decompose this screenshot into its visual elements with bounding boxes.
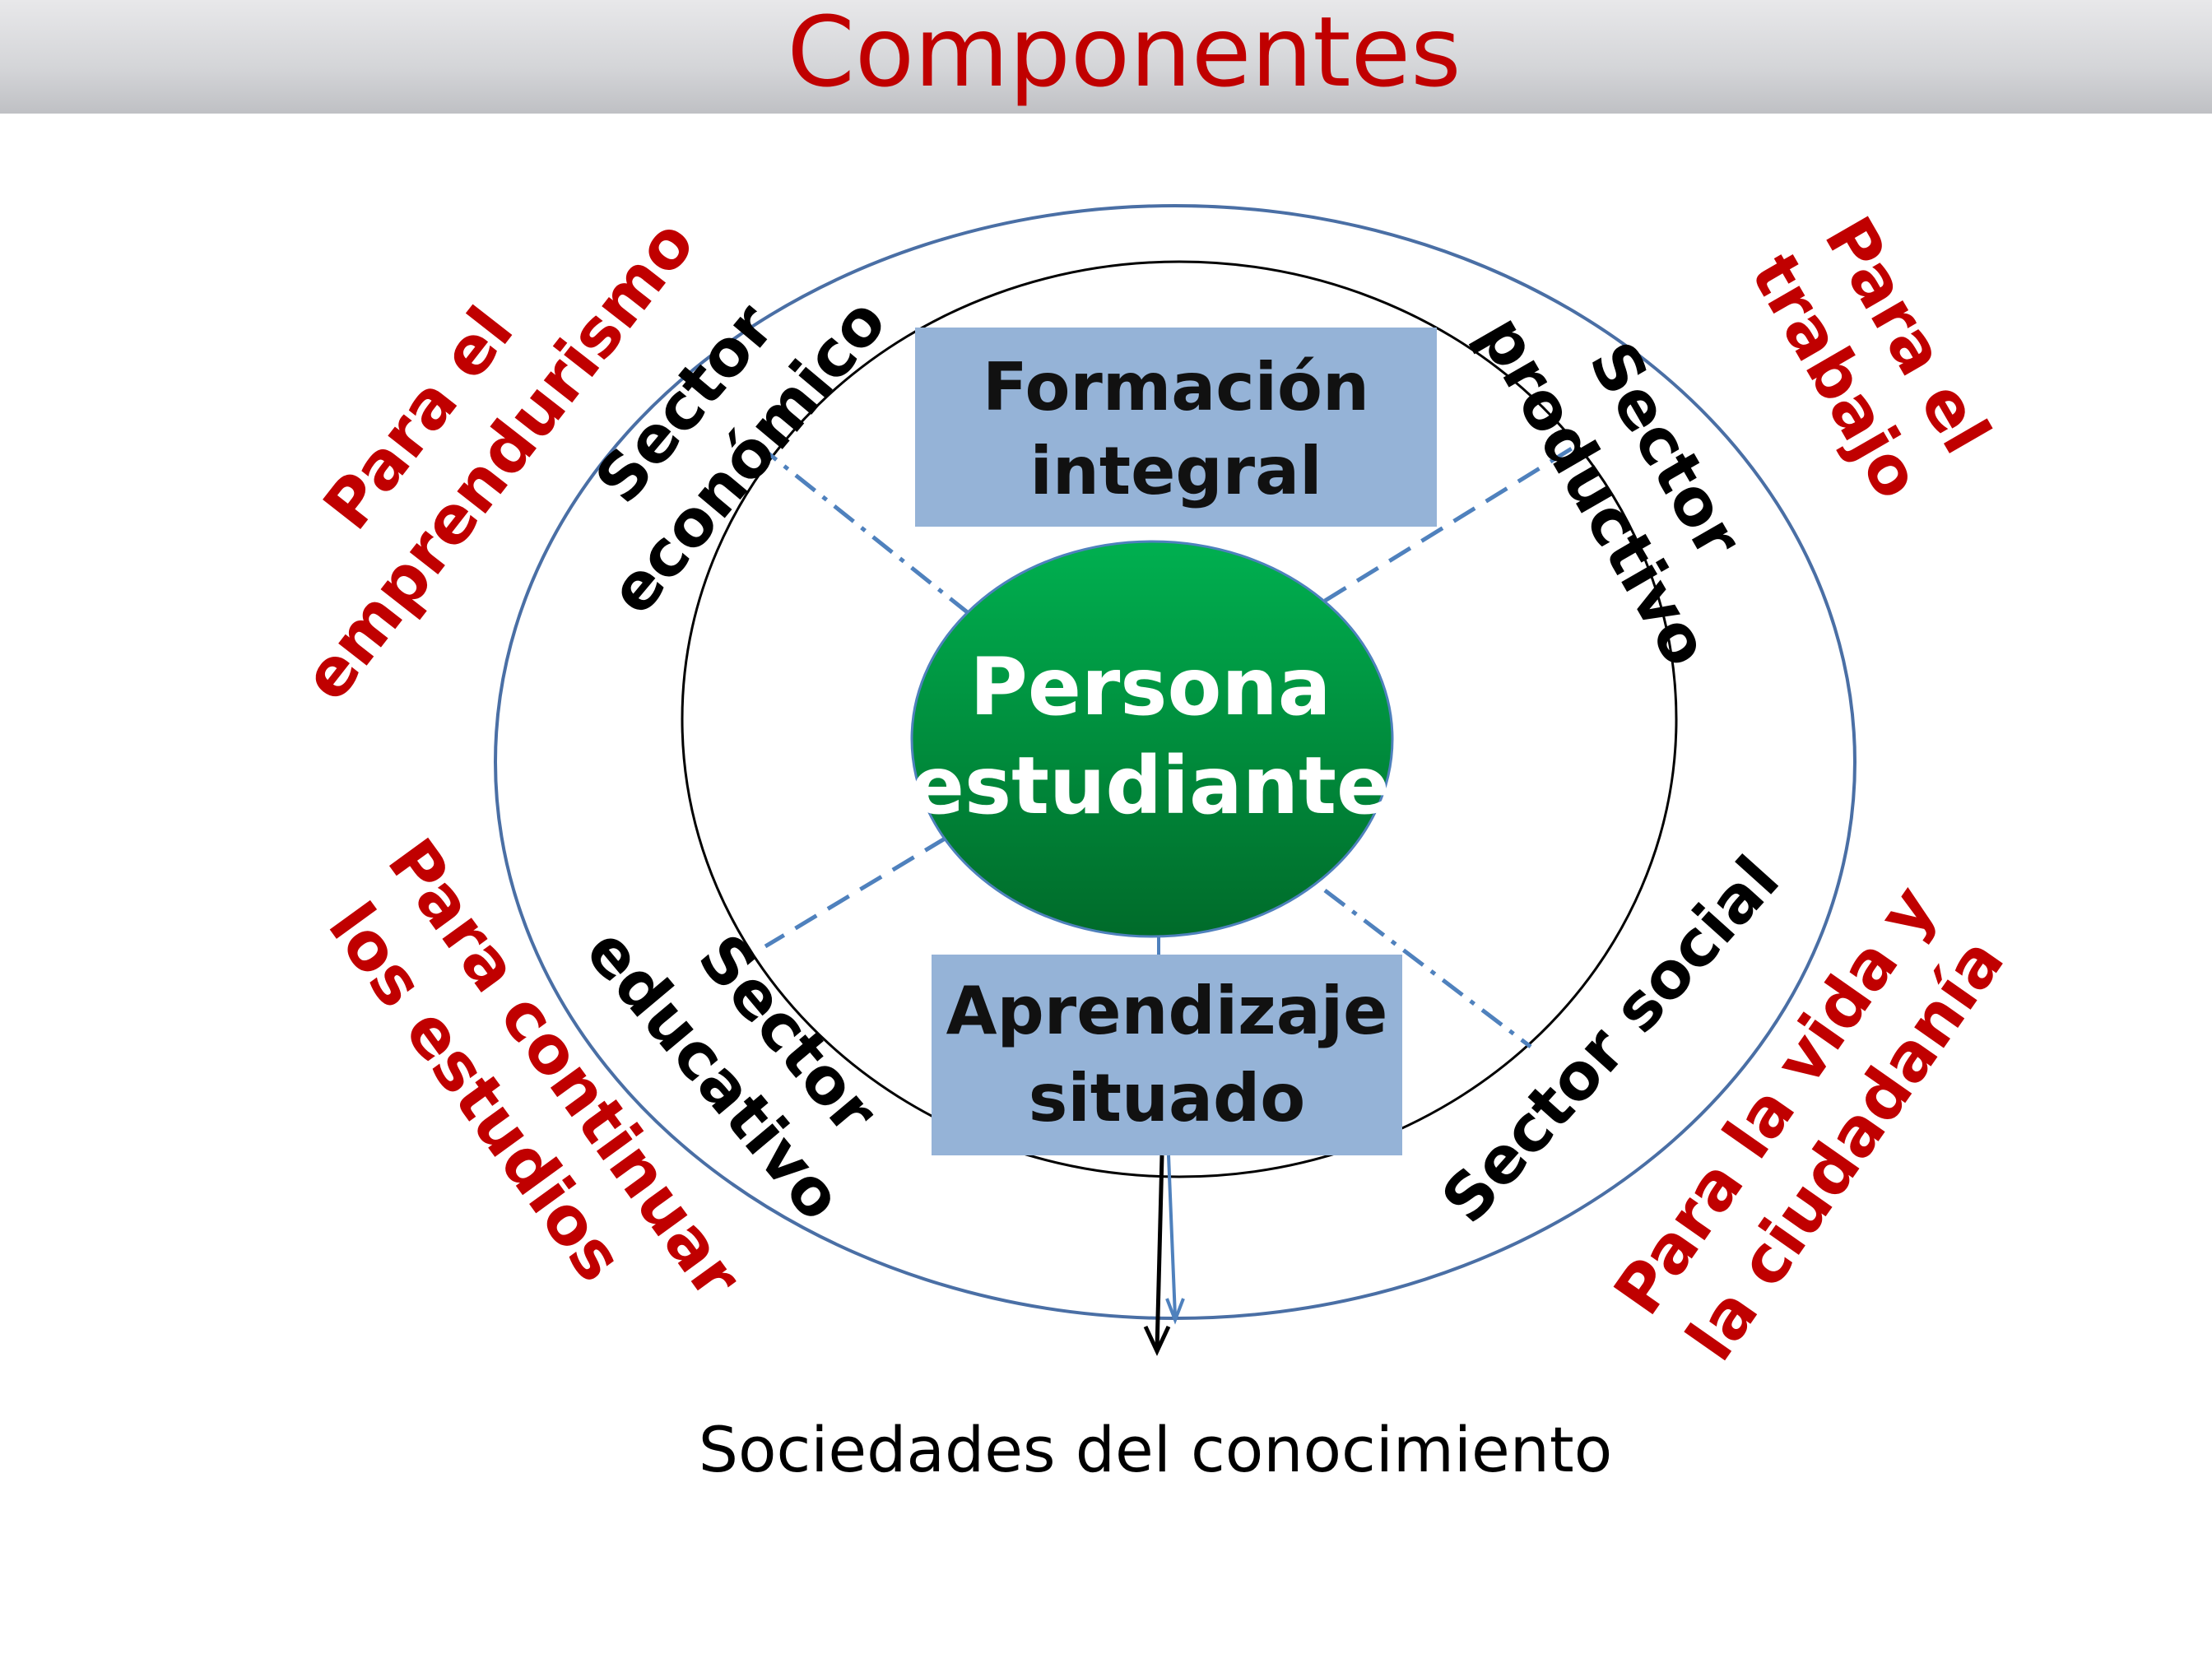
connector-educativo [764, 835, 948, 949]
connector-social [1323, 889, 1532, 1048]
connector-productivo [1323, 442, 1580, 603]
persona-line1: Persona [969, 641, 1331, 733]
aprendizaje-situado-box [932, 955, 1402, 1155]
sector-productivo-label: Sector productivo [1464, 304, 1755, 678]
aprendizaje-line2: situado [1029, 1060, 1305, 1136]
arrow-to-sociedades [1155, 1155, 1164, 1350]
persona-line2: estudiante [911, 740, 1390, 832]
formacion-integral-box [915, 328, 1437, 527]
aprendizaje-line1: Aprendizaje [946, 973, 1388, 1049]
persona-estudiante-circle [910, 540, 1394, 938]
formacion-line1: Formación [983, 349, 1369, 425]
arrow-head-blue [1165, 1298, 1185, 1325]
page-title: Componentes [787, 0, 1461, 109]
goal-trabajo-label: Para el trabajo [1736, 204, 2005, 511]
connector-economico [755, 443, 971, 616]
formacion-line2: integral [1030, 433, 1322, 509]
header-band [0, 0, 2212, 114]
arrow-head-black [1143, 1325, 1171, 1356]
arrow-blue [1167, 1155, 1177, 1317]
inner-ring [681, 260, 1678, 1178]
sociedades-label: Sociedades del conocimiento [699, 1413, 1612, 1486]
